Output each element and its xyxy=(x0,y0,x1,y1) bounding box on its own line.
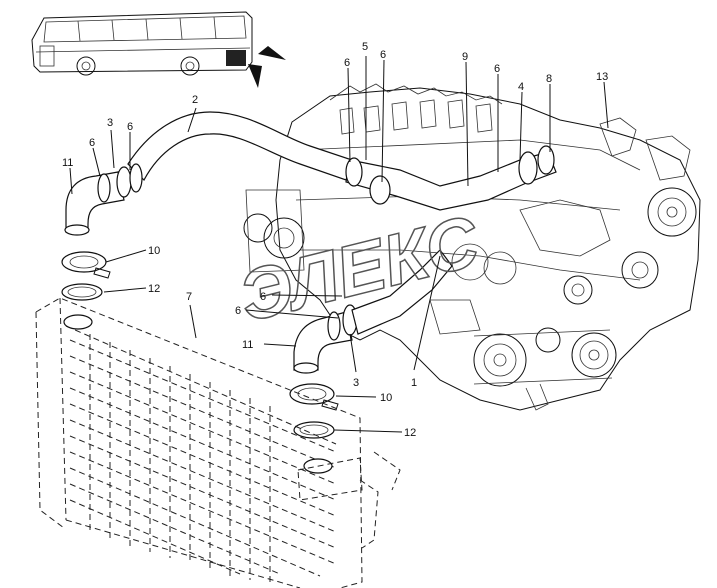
callout-8: 8 xyxy=(546,73,552,85)
callout-12: 12 xyxy=(148,283,160,295)
leader-lines xyxy=(69,56,609,433)
callout-3: 3 xyxy=(353,377,359,389)
callout-13: 13 xyxy=(596,71,608,83)
callout-11: 11 xyxy=(242,339,253,351)
callout-12: 12 xyxy=(404,427,416,439)
seal-ring-upper xyxy=(61,283,103,301)
bus-locator-thumbnail xyxy=(31,11,286,88)
callouts: 2 3 6 6 11 10 12 7 5 6 6 9 6 8 4 13 6 6 … xyxy=(62,41,608,439)
elbow-hose-lower xyxy=(293,249,453,374)
callout-6: 6 xyxy=(260,291,266,303)
callout-6: 6 xyxy=(89,137,95,149)
callout-9: 9 xyxy=(462,51,468,63)
clamp-ring-upper xyxy=(61,251,111,279)
callout-6: 6 xyxy=(235,305,241,317)
callout-7: 7 xyxy=(186,291,192,303)
clamp-ring-lower xyxy=(289,383,339,411)
callout-10: 10 xyxy=(380,392,392,404)
callout-6: 6 xyxy=(494,63,500,75)
callout-6: 6 xyxy=(127,121,133,133)
seal-ring-lower xyxy=(293,421,335,439)
callout-6: 6 xyxy=(344,57,350,69)
callout-4: 4 xyxy=(518,81,524,93)
callout-1: 1 xyxy=(411,377,417,389)
callout-10: 10 xyxy=(148,245,160,257)
elbow-hose-upper xyxy=(64,163,143,236)
callout-3: 3 xyxy=(107,117,113,129)
callout-6: 6 xyxy=(380,49,386,61)
callout-11: 11 xyxy=(62,157,73,169)
callout-2: 2 xyxy=(192,94,198,106)
charge-air-cooler xyxy=(35,297,401,588)
arrow-icon xyxy=(258,46,286,60)
arrow-icon xyxy=(248,64,262,88)
intake-pipe-upper xyxy=(127,111,557,211)
callout-5: 5 xyxy=(362,41,368,53)
